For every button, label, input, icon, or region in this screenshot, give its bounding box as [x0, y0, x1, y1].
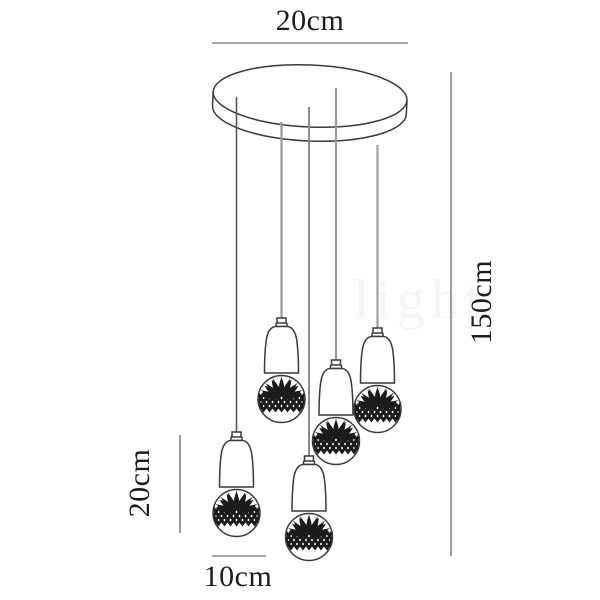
pendant-light [213, 432, 260, 537]
pendant-light [258, 318, 305, 423]
pendant-light [286, 456, 333, 561]
dim-label-bulb-diameter: 10cm [203, 560, 273, 593]
dim-label-drop-height: 150cm [465, 259, 498, 345]
dim-label-canopy-width: 20cm [275, 4, 345, 37]
pendant-light [354, 328, 401, 433]
pendant-light [313, 360, 360, 465]
dim-label-pendant-height: 20cm [123, 448, 156, 518]
